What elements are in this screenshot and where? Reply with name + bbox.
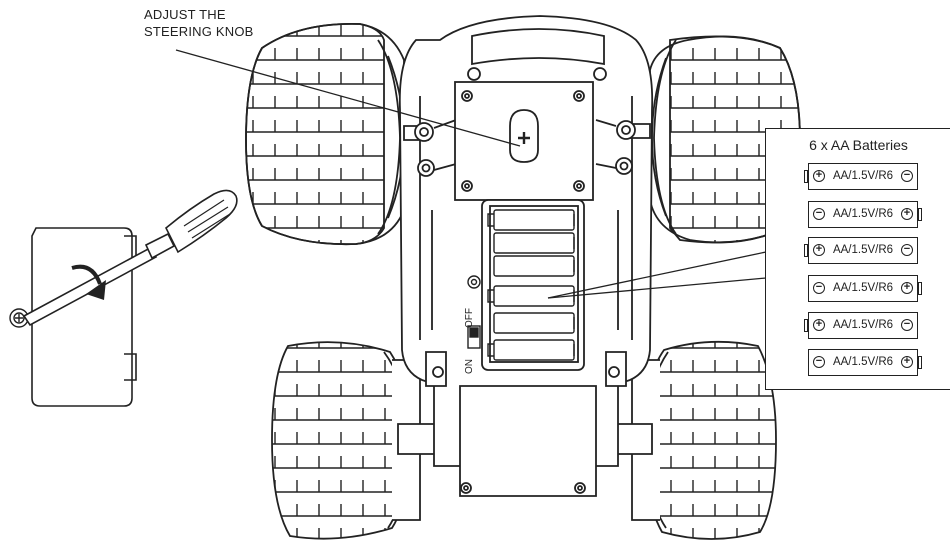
callout-line-2: STEERING KNOB — [144, 24, 254, 39]
battery-cell-label: AA/1.5V/R6 — [832, 319, 894, 331]
leader-lines — [175, 49, 767, 299]
steering-knob-callout: ADJUST THE STEERING KNOB — [144, 6, 254, 40]
battery-cell: + AA/1.5V/R6− — [804, 163, 918, 190]
screwdriver-icon — [22, 189, 238, 327]
minus-terminal-icon: − — [901, 170, 913, 182]
battery-terminal-nub — [918, 282, 922, 295]
callout-line-1: ADJUST THE — [144, 7, 226, 22]
plus-terminal-icon: + — [901, 208, 913, 220]
battery-cell-label: AA/1.5V/R6 — [832, 170, 894, 182]
wheel-rear-right — [613, 340, 777, 540]
rotate-arrow-icon — [71, 264, 106, 300]
wheel-front-left — [245, 22, 405, 246]
battery-slots — [487, 209, 575, 361]
battery-cell-label: AA/1.5V/R6 — [832, 244, 894, 256]
battery-terminal-nub — [804, 170, 808, 183]
battery-cell-label: AA/1.5V/R6 — [832, 208, 894, 220]
battery-door-panel — [31, 227, 137, 407]
battery-terminal-nub — [804, 319, 808, 332]
plus-terminal-icon: + — [813, 319, 825, 331]
minus-terminal-icon: − — [901, 244, 913, 256]
switch-on-label: ON — [464, 359, 475, 374]
battery-cell: −AA/1.5V/R6 + — [808, 201, 922, 228]
plus-terminal-icon: + — [901, 356, 913, 368]
minus-terminal-icon: − — [813, 208, 825, 220]
battery-legend: 6 x AA Batteries +AA/1.5V/R6−−AA/1.5V/R6… — [765, 128, 950, 390]
plus-terminal-icon: + — [813, 244, 825, 256]
minus-terminal-icon: − — [901, 319, 913, 331]
battery-cell: −AA/1.5V/R6 + — [808, 275, 922, 302]
switch-off-label: OFF — [464, 308, 475, 328]
wheel-rear-left — [271, 341, 437, 540]
battery-cell: + AA/1.5V/R6− — [804, 237, 918, 264]
battery-terminal-nub — [804, 244, 808, 257]
battery-cell-label: AA/1.5V/R6 — [832, 356, 894, 368]
minus-terminal-icon: − — [813, 356, 825, 368]
minus-terminal-icon: − — [813, 282, 825, 294]
battery-cell-label: AA/1.5V/R6 — [832, 282, 894, 294]
door-screw-icon — [9, 308, 29, 328]
plus-terminal-icon: + — [813, 170, 825, 182]
battery-terminal-nub — [918, 356, 922, 369]
steering-knob-icon[interactable] — [509, 109, 539, 163]
plus-terminal-icon: + — [901, 282, 913, 294]
battery-cell: + AA/1.5V/R6− — [804, 312, 918, 339]
battery-legend-title: 6 x AA Batteries — [809, 137, 908, 153]
battery-terminal-nub — [918, 208, 922, 221]
battery-cell: −AA/1.5V/R6 + — [808, 349, 922, 376]
power-switch[interactable] — [467, 275, 481, 349]
